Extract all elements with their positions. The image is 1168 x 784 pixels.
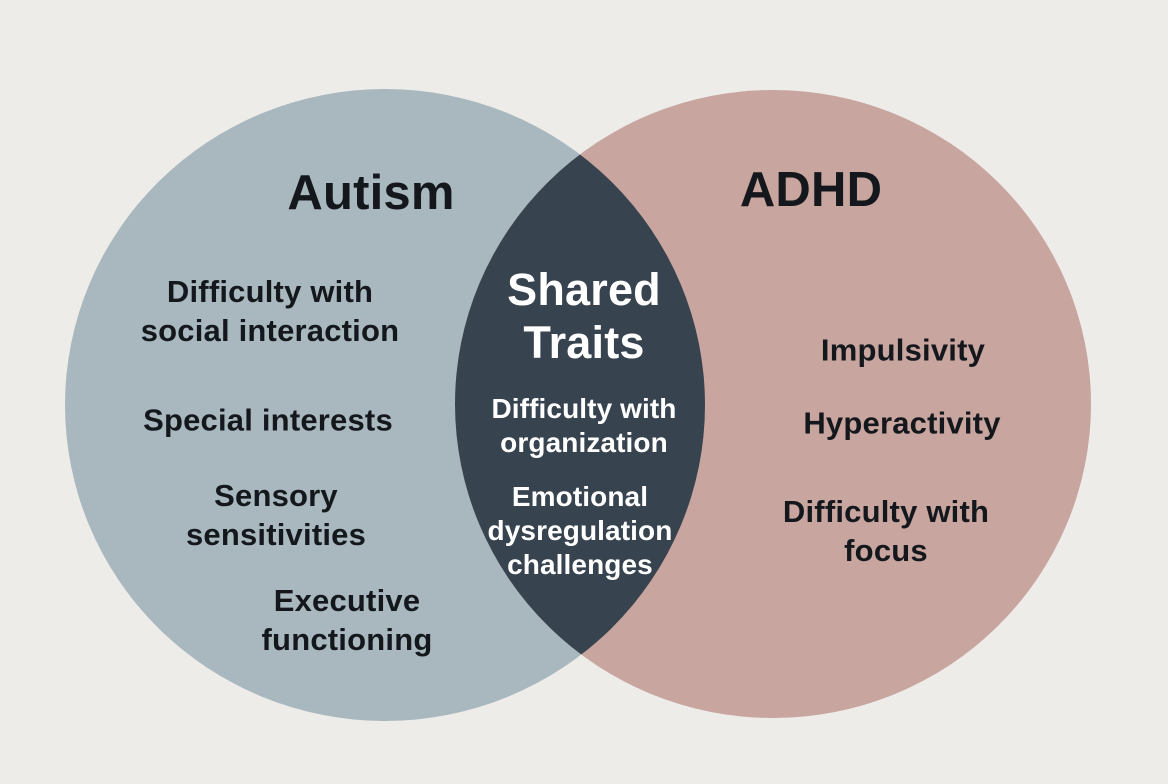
adhd-trait-difficulty-with-focus: Difficulty with focus [782,493,990,568]
autism-trait-social-interaction: Difficulty with social interaction [140,273,400,348]
autism-trait-executive-functioning: Executive functioning [261,582,433,657]
autism-circle-title: Autism [287,166,455,221]
shared-trait-organization: Difficulty with organization [491,392,677,458]
shared-trait-emotional-dysregulation: Emotional dysregulation challenges [487,480,673,581]
adhd-circle-title: ADHD [739,163,883,218]
overlap-region [455,90,705,718]
adhd-trait-impulsivity: Impulsivity [820,332,986,368]
autism-trait-special-interests: Special interests [143,402,393,438]
overlap-title: Shared Traits [507,263,661,368]
autism-trait-sensory-sensitivities: Sensory sensitivities [185,477,367,552]
adhd-trait-hyperactivity: Hyperactivity [803,405,1001,441]
